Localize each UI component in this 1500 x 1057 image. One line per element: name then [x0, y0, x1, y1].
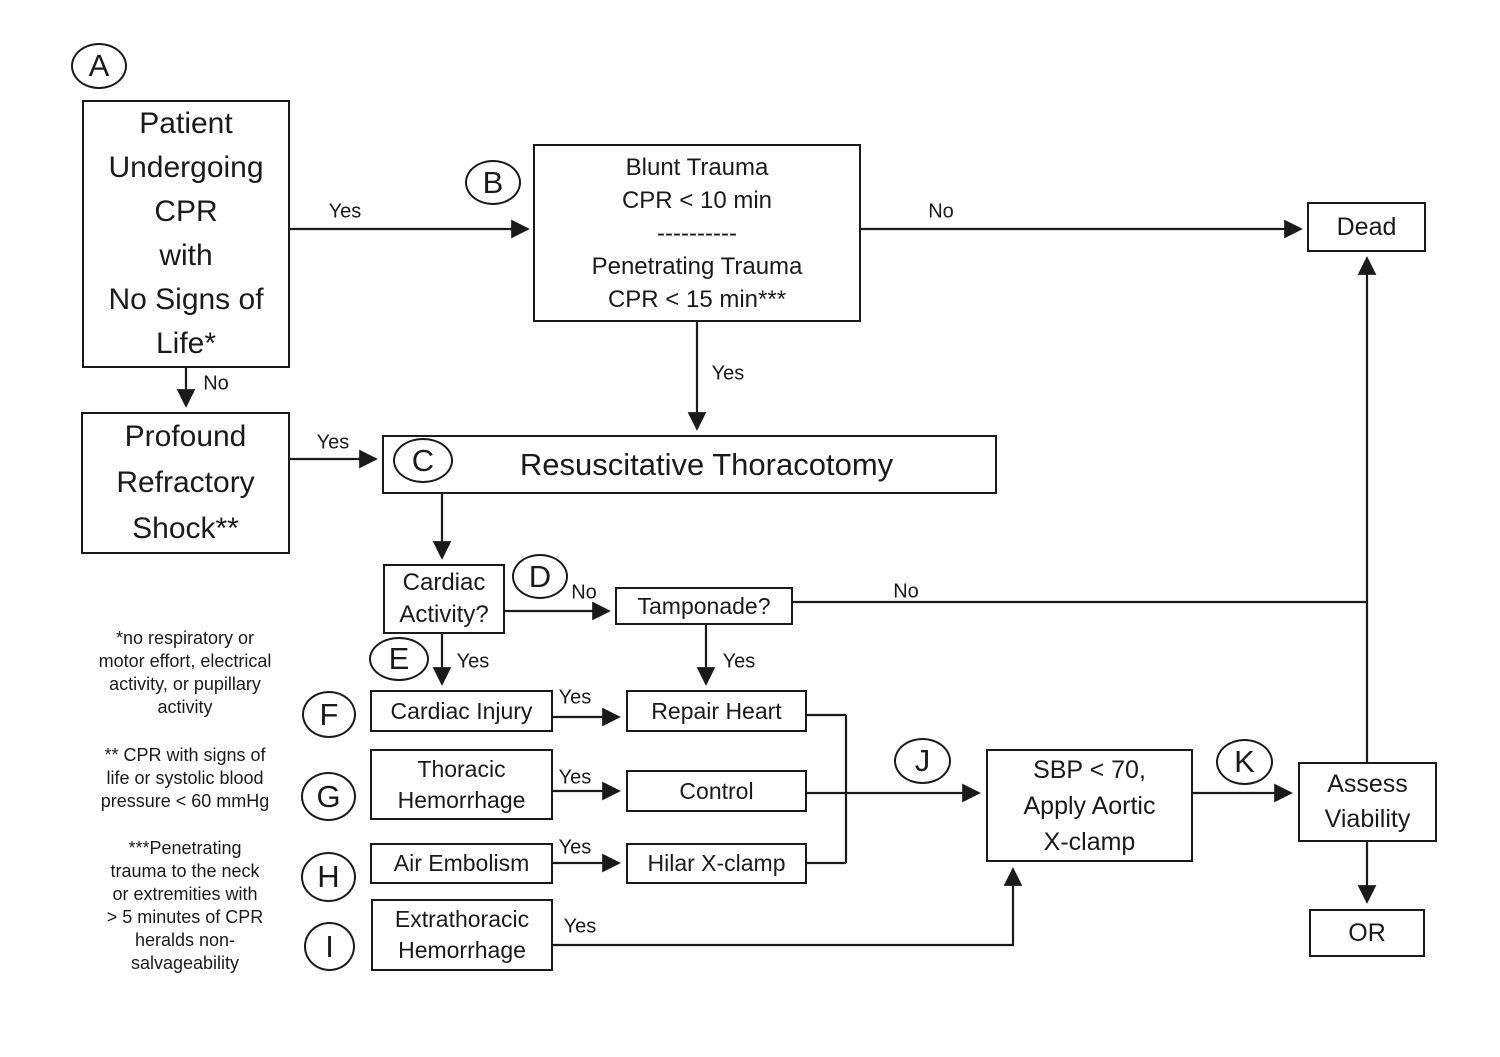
label-trauma-to-dead-no: No [928, 200, 954, 223]
marker-g: G [301, 772, 356, 821]
node-tamponade-text: Tamponade? [637, 592, 771, 619]
node-or: OR [1309, 909, 1425, 957]
marker-f-letter: F [319, 696, 339, 732]
node-extrathoracic-hemorrhage: Extrathoracic Hemorrhage [371, 899, 553, 971]
node-sbp-aortic-xclamp-text: SBP < 70, Apply Aortic X-clamp [1023, 755, 1156, 856]
label-patient-to-shock-no: No [203, 372, 229, 395]
marker-j-letter: J [914, 743, 931, 778]
node-trauma-criteria: Blunt Trauma CPR < 10 min ---------- Pen… [533, 144, 861, 322]
node-hilar-xclamp-text: Hilar X-clamp [647, 850, 786, 876]
marker-d-letter: D [528, 558, 552, 594]
node-extrathoracic-hemorrhage-text: Extrathoracic Hemorrhage [394, 906, 530, 963]
node-cardiac-activity-text: Cardiac Activity? [399, 569, 489, 628]
marker-h-letter: H [317, 859, 340, 894]
footnote-penetrating-trauma: ***Penetrating trauma to the neck or ext… [106, 838, 264, 973]
node-shock-text: Profound Refractory Shock** [116, 420, 255, 545]
node-dead-text: Dead [1336, 212, 1397, 241]
marker-c: C [393, 438, 453, 483]
node-patient-text: Patient Undergoing CPR with No Signs of … [108, 107, 264, 360]
node-shock: Profound Refractory Shock** [81, 412, 290, 554]
node-or-text: OR [1348, 918, 1386, 947]
label-air-embolism-yes: Yes [558, 836, 592, 859]
marker-b-letter: B [482, 164, 504, 200]
marker-k-letter: K [1234, 744, 1255, 779]
label-extrathoracic-yes: Yes [563, 915, 597, 938]
marker-k: K [1216, 739, 1273, 785]
marker-i-letter: I [325, 928, 334, 964]
marker-i: I [304, 922, 355, 971]
label-thoracic-hemorrhage-yes: Yes [558, 766, 592, 789]
node-tamponade: Tamponade? [615, 587, 793, 625]
label-tamponade-yes: Yes [722, 650, 756, 673]
node-thoracotomy-text: Resuscitative Thoracotomy [519, 446, 894, 482]
node-trauma-criteria-text: Blunt Trauma CPR < 10 min ---------- Pen… [591, 153, 803, 313]
node-assess-viability-text: Assess Viability [1324, 770, 1411, 833]
node-thoracotomy: Resuscitative Thoracotomy [382, 435, 997, 494]
label-cardiac-activity-no: No [571, 581, 597, 604]
node-control-text: Control [679, 777, 754, 804]
footnote-no-signs-of-life: *no respiratory or motor effort, electri… [98, 628, 272, 717]
label-cardiac-activity-yes: Yes [456, 650, 490, 673]
node-repair-heart-text: Repair Heart [651, 697, 782, 724]
node-air-embolism: Air Embolism [370, 843, 553, 884]
marker-j: J [894, 738, 951, 784]
label-patient-to-trauma-yes: Yes [328, 200, 362, 223]
node-sbp-aortic-xclamp: SBP < 70, Apply Aortic X-clamp [986, 749, 1193, 862]
marker-a: A [71, 43, 127, 89]
node-cardiac-injury-text: Cardiac Injury [390, 697, 533, 724]
footnote-refractory-shock: ** CPR with signs of life or systolic bl… [100, 745, 270, 811]
marker-d: D [512, 554, 568, 599]
node-dead: Dead [1307, 202, 1426, 252]
edge-extrathoracic-to-sbp [553, 867, 1023, 947]
marker-e: E [369, 637, 429, 681]
label-cardiac-injury-yes: Yes [558, 686, 592, 709]
node-thoracic-hemorrhage-text: Thoracic Hemorrhage [397, 755, 526, 813]
node-control: Control [626, 770, 807, 812]
node-cardiac-injury: Cardiac Injury [370, 690, 553, 732]
marker-g-letter: G [316, 778, 341, 814]
marker-b: B [465, 160, 521, 205]
label-tamponade-no: No [893, 580, 919, 603]
node-cardiac-activity: Cardiac Activity? [383, 564, 505, 634]
marker-f: F [302, 691, 356, 738]
node-patient: Patient Undergoing CPR with No Signs of … [82, 100, 290, 368]
marker-a-letter: A [88, 48, 110, 83]
node-assess-viability: Assess Viability [1298, 762, 1437, 842]
label-trauma-to-thoracotomy-yes: Yes [711, 362, 745, 385]
label-shock-to-thoracotomy-yes: Yes [316, 431, 350, 454]
marker-e-letter: E [388, 641, 410, 676]
node-repair-heart: Repair Heart [626, 690, 807, 732]
node-air-embolism-text: Air Embolism [393, 850, 530, 876]
marker-h: H [301, 852, 356, 902]
node-hilar-xclamp: Hilar X-clamp [626, 843, 807, 884]
marker-c-letter: C [411, 442, 435, 478]
node-thoracic-hemorrhage: Thoracic Hemorrhage [370, 749, 553, 820]
